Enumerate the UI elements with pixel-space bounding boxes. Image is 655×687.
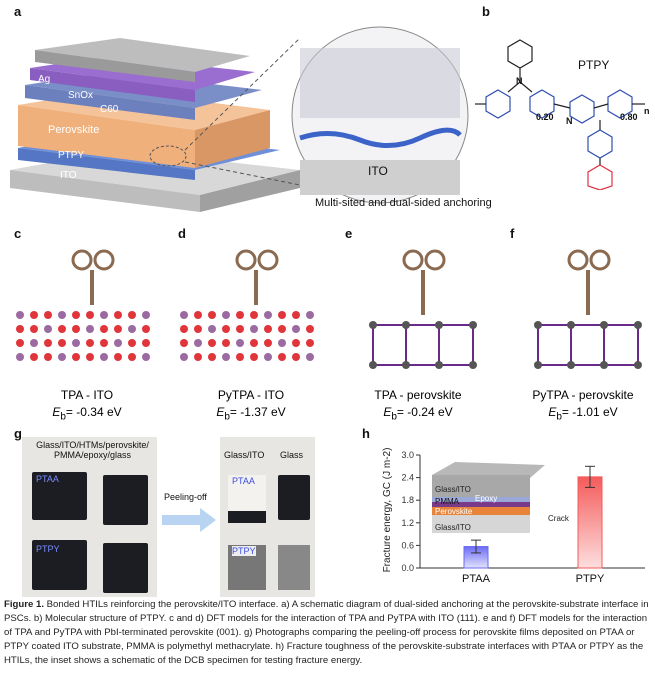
binding-energy: Eb= -0.24 eV xyxy=(383,405,453,423)
y-tick-label: 0.6 xyxy=(401,540,414,550)
caption-lead: Figure 1. xyxy=(4,599,44,610)
dft-structure xyxy=(16,249,150,361)
panel-label-a: a xyxy=(14,4,22,19)
layer-snox: SnOx xyxy=(68,90,94,101)
panel-label-c: c xyxy=(14,226,22,241)
repeat-n: n xyxy=(644,106,650,116)
dft-model-name: TPA - ITO xyxy=(60,388,114,402)
nitrogen-label: N xyxy=(516,76,523,86)
dft-model-name: PyTPA - perovskite xyxy=(532,388,634,402)
inset-label: Perovskite xyxy=(435,507,473,516)
nitrogen-label-2: N xyxy=(566,116,573,126)
panel-label-h: h xyxy=(362,426,370,441)
layer-ptpy: PTPY xyxy=(58,150,85,161)
x-tick-label: PTPY xyxy=(576,573,605,585)
sample-ptaa-before: PTAA xyxy=(36,474,59,484)
inset-label: Crack xyxy=(548,514,570,523)
dft-model-name: PyTPA - ITO xyxy=(217,388,285,402)
y-tick-label: 2.4 xyxy=(401,473,414,483)
dft-structure xyxy=(369,249,477,369)
panel-label-b: b xyxy=(482,4,490,19)
panel-a-caption: Multi-sited and dual-sided anchoring xyxy=(315,197,492,209)
layer-ag: Ag xyxy=(38,74,51,85)
dft-model-name: TPA - perovskite xyxy=(374,388,462,402)
layer-c60: C60 xyxy=(100,104,119,115)
inset-glass-bottom xyxy=(432,515,530,533)
bar-ptpy xyxy=(577,476,603,569)
inset-label: Glass/ITO xyxy=(435,485,471,494)
after-title-glass: Glass xyxy=(280,450,304,460)
y-tick-label: 1.8 xyxy=(401,495,414,505)
caption-text: Bonded HTILs reinforcing the perovskite/… xyxy=(4,599,649,666)
ptpy-structure xyxy=(475,39,645,190)
panel-label-f: f xyxy=(510,226,515,241)
dft-structure xyxy=(534,249,642,369)
after-title-ito: Glass/ITO xyxy=(224,450,265,460)
panel-label-g: g xyxy=(14,426,22,441)
peeling-off-label: Peeling-off xyxy=(164,492,207,502)
inset-ito-label: ITO xyxy=(368,164,388,178)
inset-top xyxy=(432,462,545,478)
y-tick-label: 0.0 xyxy=(401,563,414,573)
sample-ptpy-after: PTPY xyxy=(232,546,256,556)
inset-label: PMMA xyxy=(435,497,460,506)
fraction-080: 0.80 xyxy=(620,112,638,122)
y-tick-label: 1.2 xyxy=(401,518,414,528)
figure-caption: Figure 1. Bonded HTILs reinforcing the p… xyxy=(4,598,652,668)
peeling-arrow-icon xyxy=(162,508,216,532)
x-tick-label: PTAA xyxy=(462,573,491,585)
panel-label-e: e xyxy=(345,226,353,241)
y-axis-label: Fracture energy, GC (J m-2) xyxy=(382,448,393,573)
ptpy-title: PTPY xyxy=(578,58,610,72)
fraction-020: 0.20 xyxy=(536,112,554,122)
inset-epoxy xyxy=(432,497,530,502)
dft-model-0: TPA - ITO Eb= -0.34 eV xyxy=(12,240,162,423)
panel-label-d: d xyxy=(178,226,186,241)
dft-model-1: PyTPA - ITO Eb= -1.37 eV xyxy=(176,240,326,423)
device-stack-schematic xyxy=(10,26,469,212)
binding-energy: Eb= -0.34 eV xyxy=(52,405,122,423)
layer-ito: ITO xyxy=(60,170,77,181)
inset-pmma xyxy=(432,502,530,507)
before-title: Glass/ITO/HTMs/perovskite/ PMMA/epoxy/gl… xyxy=(36,440,149,460)
sample-ptpy-before: PTPY xyxy=(36,544,60,554)
dft-structure xyxy=(180,249,314,361)
sample-ptaa-after: PTAA xyxy=(232,476,255,486)
binding-energy: Eb= -1.01 eV xyxy=(548,405,618,423)
layer-perovskite: Perovskite xyxy=(48,124,100,136)
y-tick-label: 3.0 xyxy=(401,450,414,460)
inset-label: Glass/ITO xyxy=(435,523,471,532)
inset-perovskite xyxy=(432,507,530,515)
inset-glass-top xyxy=(432,475,530,497)
inset-label: Epoxy xyxy=(475,494,497,503)
binding-energy: Eb= -1.37 eV xyxy=(216,405,286,423)
